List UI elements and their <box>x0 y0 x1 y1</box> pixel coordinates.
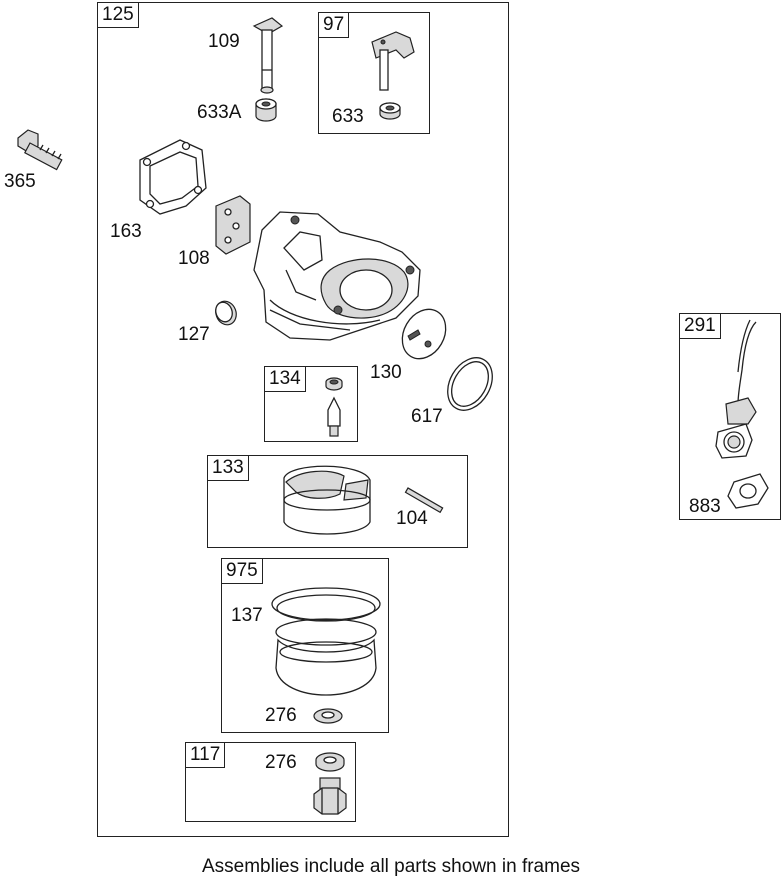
seal-633A <box>255 98 277 122</box>
label-108: 108 <box>178 248 210 269</box>
frame-975-tag: 975 <box>221 558 263 584</box>
label-109: 109 <box>208 31 240 52</box>
frame-133: 133 <box>207 455 468 548</box>
label-365: 365 <box>4 171 36 192</box>
primer-291 <box>715 319 757 459</box>
pin-104 <box>404 487 444 514</box>
gasket-883 <box>727 473 769 509</box>
frame-134-tag: 134 <box>264 366 306 392</box>
label-137: 137 <box>231 605 263 626</box>
o-ring-617 <box>447 357 493 411</box>
throttle-shaft-109 <box>252 17 284 94</box>
float-133 <box>283 465 371 535</box>
frame-97-tag: 97 <box>318 12 350 38</box>
welch-plug-127 <box>215 300 237 326</box>
label-276-a: 276 <box>265 705 297 726</box>
frame-97: 97 <box>318 12 430 134</box>
label-617: 617 <box>411 406 443 427</box>
choke-shaft-97 <box>371 31 415 91</box>
frame-975: 975 <box>221 558 389 733</box>
washer-276-b <box>315 752 345 772</box>
label-130: 130 <box>370 362 402 383</box>
plate-130 <box>401 308 447 360</box>
label-163: 163 <box>110 221 142 242</box>
fuel-bowl-137 <box>271 587 381 696</box>
carburetor-body <box>253 211 421 341</box>
frame-117: 117 <box>185 742 356 822</box>
label-883: 883 <box>689 496 721 517</box>
frame-134: 134 <box>264 366 358 442</box>
label-276-b: 276 <box>265 752 297 773</box>
frame-291: 291 <box>679 313 781 520</box>
label-633: 633 <box>332 106 364 127</box>
label-104: 104 <box>396 508 428 529</box>
frame-125: 125 <box>97 2 509 837</box>
bowl-nut-117 <box>313 777 347 815</box>
caption: Assemblies include all parts shown in fr… <box>201 856 581 877</box>
needle-seat-134 <box>325 377 343 437</box>
frame-125-tag: 125 <box>97 2 139 28</box>
frame-291-tag: 291 <box>679 313 721 339</box>
label-633A: 633A <box>197 102 242 123</box>
label-127: 127 <box>178 324 210 345</box>
frame-117-tag: 117 <box>185 742 226 768</box>
insulator-108 <box>215 195 251 255</box>
gasket-163 <box>139 139 207 215</box>
washer-276-a <box>313 708 343 724</box>
seal-633 <box>379 102 401 120</box>
frame-133-tag: 133 <box>207 455 249 481</box>
bolt-365 <box>17 129 63 171</box>
